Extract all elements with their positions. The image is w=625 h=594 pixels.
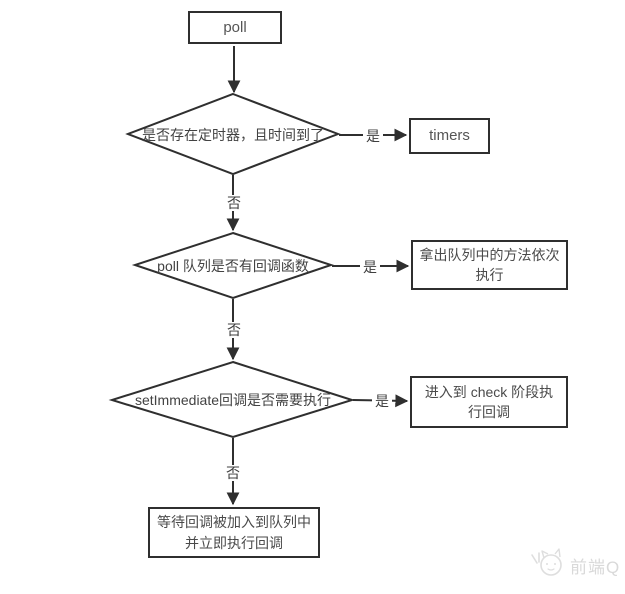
edge-label-no-timer: 否 xyxy=(224,195,244,211)
edge-label-yes-timer: 是 xyxy=(363,128,383,144)
edge-label-yes-poll-queue: 是 xyxy=(360,259,380,275)
watermark: 前端Q xyxy=(528,546,620,585)
decision-poll-queue-label: poll 队列是否有回调函数 xyxy=(157,258,309,274)
decision-timer-label: 是否存在定时器，且时间到了 xyxy=(142,127,324,143)
node-execute-queue: 拿出队列中的方法依次执行 xyxy=(411,240,568,290)
decision-setimmediate-label: setImmediate回调是否需要执行 xyxy=(134,392,332,408)
edge-label-yes-setimmediate: 是 xyxy=(372,393,392,409)
node-timers: timers xyxy=(409,118,490,154)
frontend-q-logo-icon xyxy=(528,546,564,585)
edge-label-no-setimmediate: 否 xyxy=(223,465,243,481)
decision-timer-shape xyxy=(125,92,341,176)
edge-label-no-poll-queue: 否 xyxy=(224,322,244,338)
node-wait-callback: 等待回调被加入到队列中并立即执行回调 xyxy=(148,507,320,558)
decision-setimmediate-shape xyxy=(108,360,356,439)
node-check-phase: 进入到 check 阶段执行回调 xyxy=(410,376,568,428)
node-poll: poll xyxy=(188,11,282,44)
watermark-text: 前端Q xyxy=(570,558,621,577)
decision-poll-queue-shape xyxy=(131,231,335,300)
